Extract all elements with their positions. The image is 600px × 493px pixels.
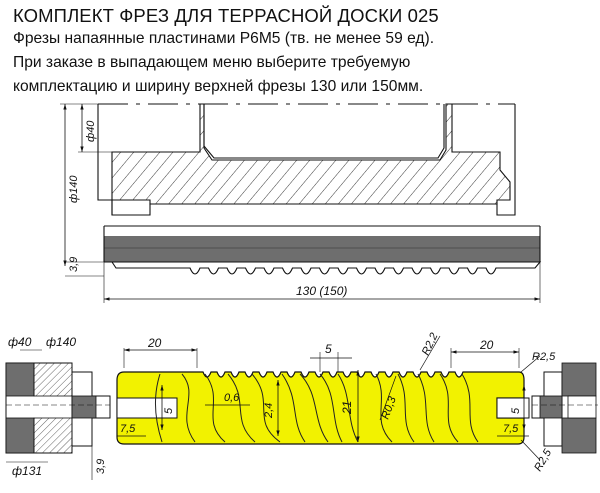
cutter-hatched-section — [111, 103, 511, 205]
grain-line — [181, 373, 196, 443]
dim-height-label: 3,9 — [68, 257, 80, 272]
dim-21-label: 21 — [340, 401, 354, 415]
grain-line — [375, 373, 393, 443]
grain-line — [281, 373, 306, 443]
grain-line — [461, 373, 479, 443]
grain-line — [417, 373, 435, 443]
dim-0-6-label: 0,6 — [224, 392, 240, 404]
dim-outer-label: ф140 — [68, 175, 80, 203]
grain-line — [227, 373, 256, 443]
grain-line — [397, 373, 415, 443]
dim-left-3-9-label: 3,9 — [95, 459, 107, 474]
dim-r2-5-top-label: R2,5 — [532, 351, 556, 363]
dim-r2-5-bottom-label: R2,5 — [532, 447, 554, 474]
grain-line — [319, 373, 343, 443]
top-cutter-view: ф40 ф140 3,9 130 (150) — [60, 103, 542, 303]
cutter-teeth-profile — [104, 261, 542, 275]
grain-line — [154, 373, 163, 443]
bottom-left-cutter: ф40 ф140 ф131 3,9 — [5, 335, 111, 480]
dim-left-small-label: ф131 — [12, 464, 42, 478]
dim-7-5-right-label: 7,5 — [503, 423, 519, 435]
grain-line — [299, 373, 329, 443]
dim-r2-2-label: R2,2 — [420, 331, 441, 357]
description-line-2: При заказе в выпадающем меню выберите тр… — [13, 54, 411, 71]
grain-line — [337, 373, 359, 443]
grain-line — [251, 373, 281, 443]
dim-5-top-label: 5 — [325, 342, 332, 356]
grain-line — [439, 373, 459, 443]
profile-shape — [116, 371, 525, 445]
page-title: КОМПЛЕКТ ФРЕЗ ДЛЯ ТЕРРАСНОЙ ДОСКИ 025 — [13, 5, 439, 26]
dim-5-left-label: 5 — [163, 407, 175, 414]
dim-left-bore-label: ф40 — [8, 335, 32, 349]
center-profile: 20 5 0,6 7,5 2,4 5 21 R0,3 R2,2 20 — [116, 331, 556, 474]
dim-5-right-label: 5 — [510, 407, 522, 414]
dim-20-left-label: 20 — [147, 336, 162, 350]
dim-bore-label: ф40 — [85, 120, 97, 142]
description-line-1: Фрезы напаянные пластинами Р6М5 (тв. не … — [13, 30, 435, 47]
cutter-blade-band — [104, 236, 540, 262]
dim-20-right-label: 20 — [479, 338, 494, 352]
grain-line — [204, 373, 226, 443]
bottom-right-cutter — [531, 362, 598, 454]
dim-7-5-left-label: 7,5 — [120, 423, 136, 435]
dim-left-outer-label: ф140 — [46, 335, 76, 349]
dim-width-label: 130 (150) — [296, 284, 347, 298]
dim-2-4-label: 2,4 — [263, 403, 275, 419]
description-line-3: комплектацию и ширину верхней фрезы 130 … — [13, 78, 424, 95]
